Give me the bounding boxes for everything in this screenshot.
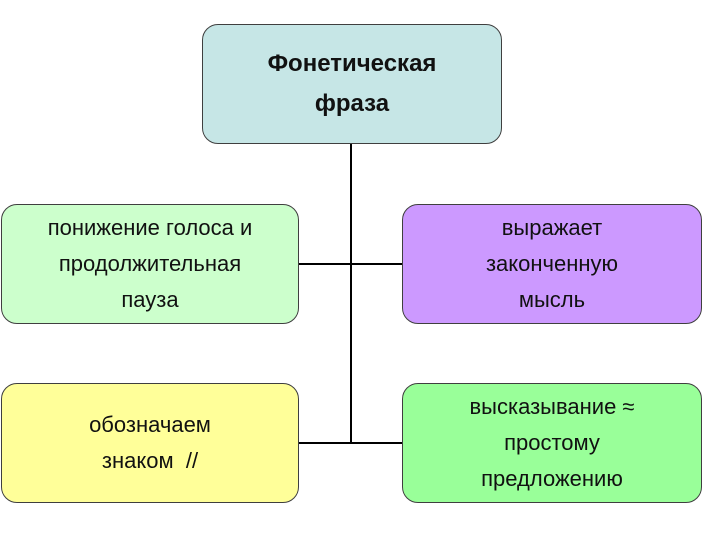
node-line: понижение голоса и [47, 215, 253, 240]
node-voice-lowering: понижение голоса и продолжительная пауза [1, 204, 299, 324]
node-line: выражает [501, 215, 603, 240]
node-marked-by-sign: обозначаем знаком // [1, 383, 299, 503]
node-complete-thought: выражает законченную мысль [402, 204, 702, 324]
node-line: продолжительная [58, 251, 242, 276]
root-node-line: Фонетическая [267, 50, 437, 77]
node-line: законченную [485, 251, 619, 276]
node-line: предложению [481, 466, 623, 491]
root-node-phonetic-phrase: Фонетическая фраза [202, 24, 502, 144]
node-line: мысль [518, 287, 586, 312]
node-line: обозначаем [89, 412, 211, 437]
node-line: пауза [121, 287, 179, 312]
node-line: простому [504, 430, 600, 455]
node-utterance-simple-sentence: высказывание ≈ простому предложению [402, 383, 702, 503]
node-line: знаком // [101, 448, 199, 473]
root-node-line: фраза [314, 90, 390, 117]
node-line: высказывание ≈ [469, 394, 635, 419]
